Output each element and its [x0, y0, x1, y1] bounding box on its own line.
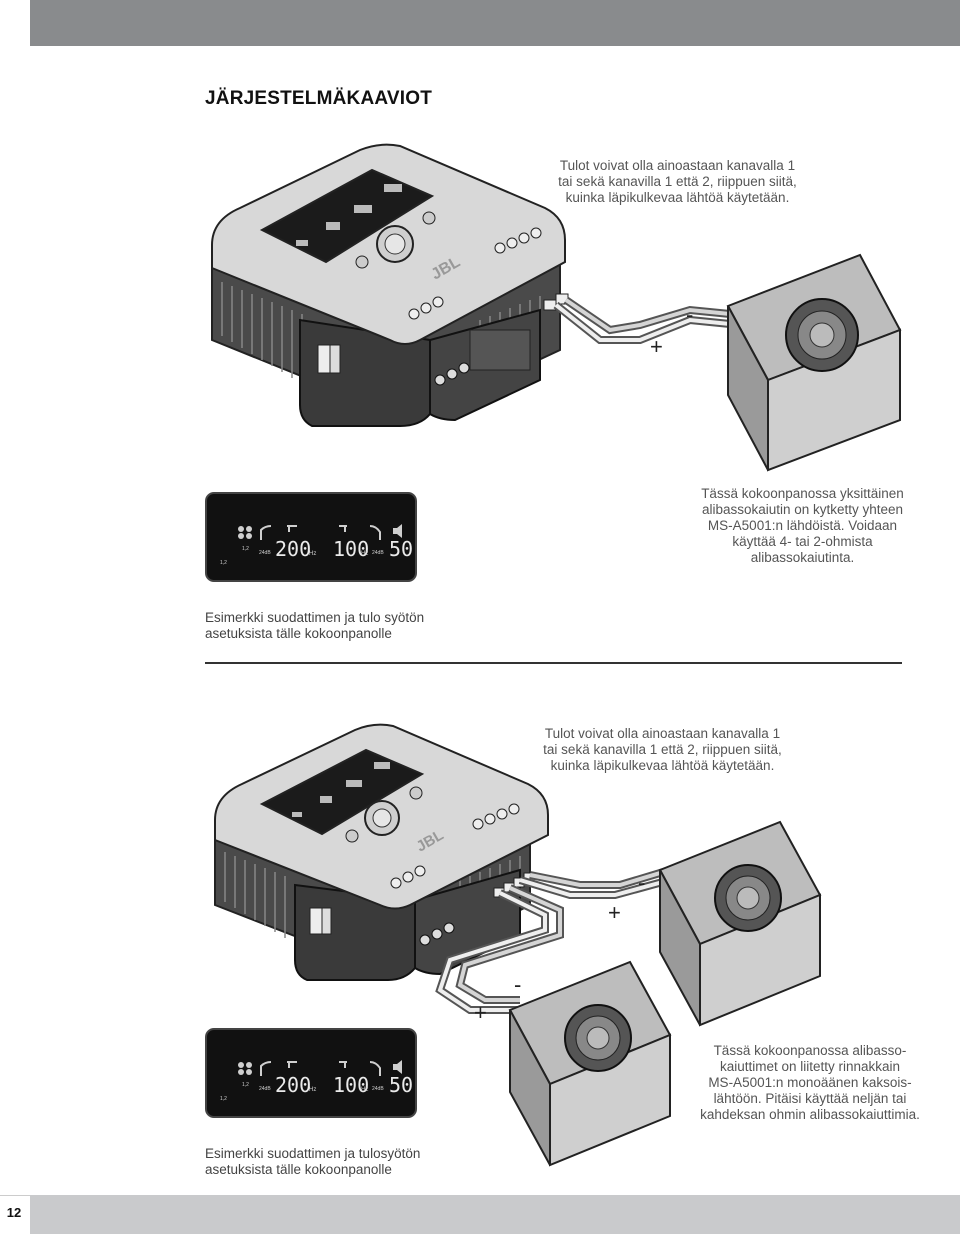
speaker-icon [393, 524, 402, 538]
footer-bar [30, 1195, 960, 1234]
lowpass-icon [260, 1061, 272, 1076]
upper-positive-sign: + [608, 900, 621, 925]
speaker-icon [393, 1060, 402, 1074]
subwoofer-enclosure-upper [658, 820, 822, 1027]
section2-setup-note: Tässä kokoonpanossa alibasso- kaiuttimet… [700, 1043, 920, 1122]
lcd-slope-right: 24dB [372, 550, 384, 556]
lcd-volume: 50 [389, 1073, 413, 1097]
section2-caption: Esimerkki suodattimen ja tulosyötön aset… [205, 1146, 421, 1177]
page-number: 12 [6, 1205, 22, 1220]
rca-jack [419, 934, 431, 946]
lcd-channel-label: 1,2 [220, 1096, 227, 1102]
lcd-highpass-freq: 100 [333, 1073, 369, 1097]
subwoofer-enclosure-lower [508, 960, 672, 1167]
section1-input-note: Tulot voivat olla ainoastaan kanavalla 1… [558, 158, 797, 205]
lcd-lowpass-freq: 200 [275, 1073, 311, 1097]
section1-setup-note: Tässä kokoonpanossa yksittäinen alibasso… [701, 486, 904, 565]
page-title: JÄRJESTELMÄKAAVIOT [205, 88, 433, 109]
page-number-box [0, 1195, 30, 1235]
amplifier-display [259, 168, 435, 264]
lower-negative-sign: - [514, 972, 521, 997]
lcd-input-label: 1,2 [242, 1082, 249, 1088]
lcd-settings-display-2: 1,2 1,2 24dB 200 Hz 100 Hz 24dB 50 [205, 1028, 417, 1118]
subsonic-icon [369, 1061, 381, 1076]
lcd-highpass-freq: 100 [333, 537, 369, 561]
lcd-unit-right: Hz [361, 1087, 368, 1093]
lcd-settings-display-1: 1,2 1,2 24dB 200 Hz 100 Hz 24dB 50 [205, 492, 417, 582]
section2-input-note: Tulot voivat olla ainoastaan kanavalla 1… [543, 726, 782, 773]
subwoofer-enclosure [726, 253, 902, 472]
lower-positive-sign: + [474, 1000, 487, 1025]
lcd-slope-left: 24dB [259, 550, 271, 556]
lcd-slope-right: 24dB [372, 1086, 384, 1092]
upper-negative-sign: - [638, 870, 645, 895]
input-icon [238, 526, 244, 532]
lcd-input-label: 1,2 [242, 546, 249, 552]
lcd-channel-label: 1,2 [220, 560, 227, 566]
positive-sign: + [650, 334, 663, 359]
negative-sign: - [686, 302, 693, 327]
lcd-slope-left: 24dB [259, 1086, 271, 1092]
subsonic-icon [369, 525, 381, 540]
lcd-unit-left: Hz [309, 551, 316, 557]
rca-jack [434, 374, 446, 386]
section1-caption: Esimerkki suodattimen ja tulo syötön ase… [205, 610, 425, 641]
input-icon [238, 1062, 244, 1068]
section-divider [205, 662, 902, 664]
lcd-volume: 50 [389, 537, 413, 561]
highpass-icon [339, 525, 347, 532]
header-bar [30, 0, 960, 46]
lcd-unit-left: Hz [309, 1087, 316, 1093]
lcd-unit-right: Hz [361, 551, 368, 557]
lcd-lowpass-freq: 200 [275, 537, 311, 561]
highpass-icon [339, 1061, 347, 1068]
lowpass-icon [260, 525, 272, 540]
